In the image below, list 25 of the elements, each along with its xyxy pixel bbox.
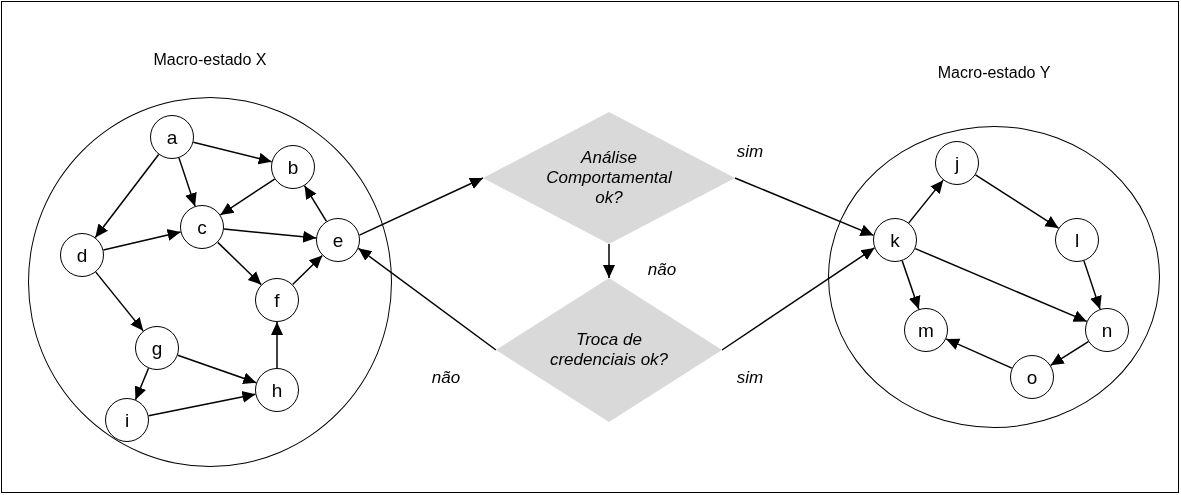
arrow <box>974 174 1060 229</box>
decision-question: Análise Comportamental ok? <box>545 148 673 208</box>
arrow <box>192 141 273 165</box>
arrow <box>908 179 944 224</box>
arrow <box>603 243 615 279</box>
arrow <box>734 177 875 237</box>
arrow <box>291 254 324 286</box>
decision-question: Troca de credenciais ok? <box>548 330 670 370</box>
arrow <box>95 271 144 332</box>
arrow <box>177 354 257 385</box>
arrow <box>271 321 283 369</box>
state-heading: Macro-estado X <box>153 50 267 70</box>
arrow <box>358 177 484 236</box>
arrow <box>217 241 262 286</box>
arrow <box>102 229 182 251</box>
arrow <box>1083 260 1102 310</box>
arrow <box>219 178 276 216</box>
arrow <box>223 228 317 243</box>
state-heading: Macro-estado Y <box>937 63 1051 83</box>
arrow <box>303 185 328 222</box>
arrow <box>1049 340 1090 367</box>
arrow <box>178 157 197 207</box>
arrow <box>147 391 257 417</box>
arrow <box>94 153 160 239</box>
arrow <box>901 260 921 310</box>
